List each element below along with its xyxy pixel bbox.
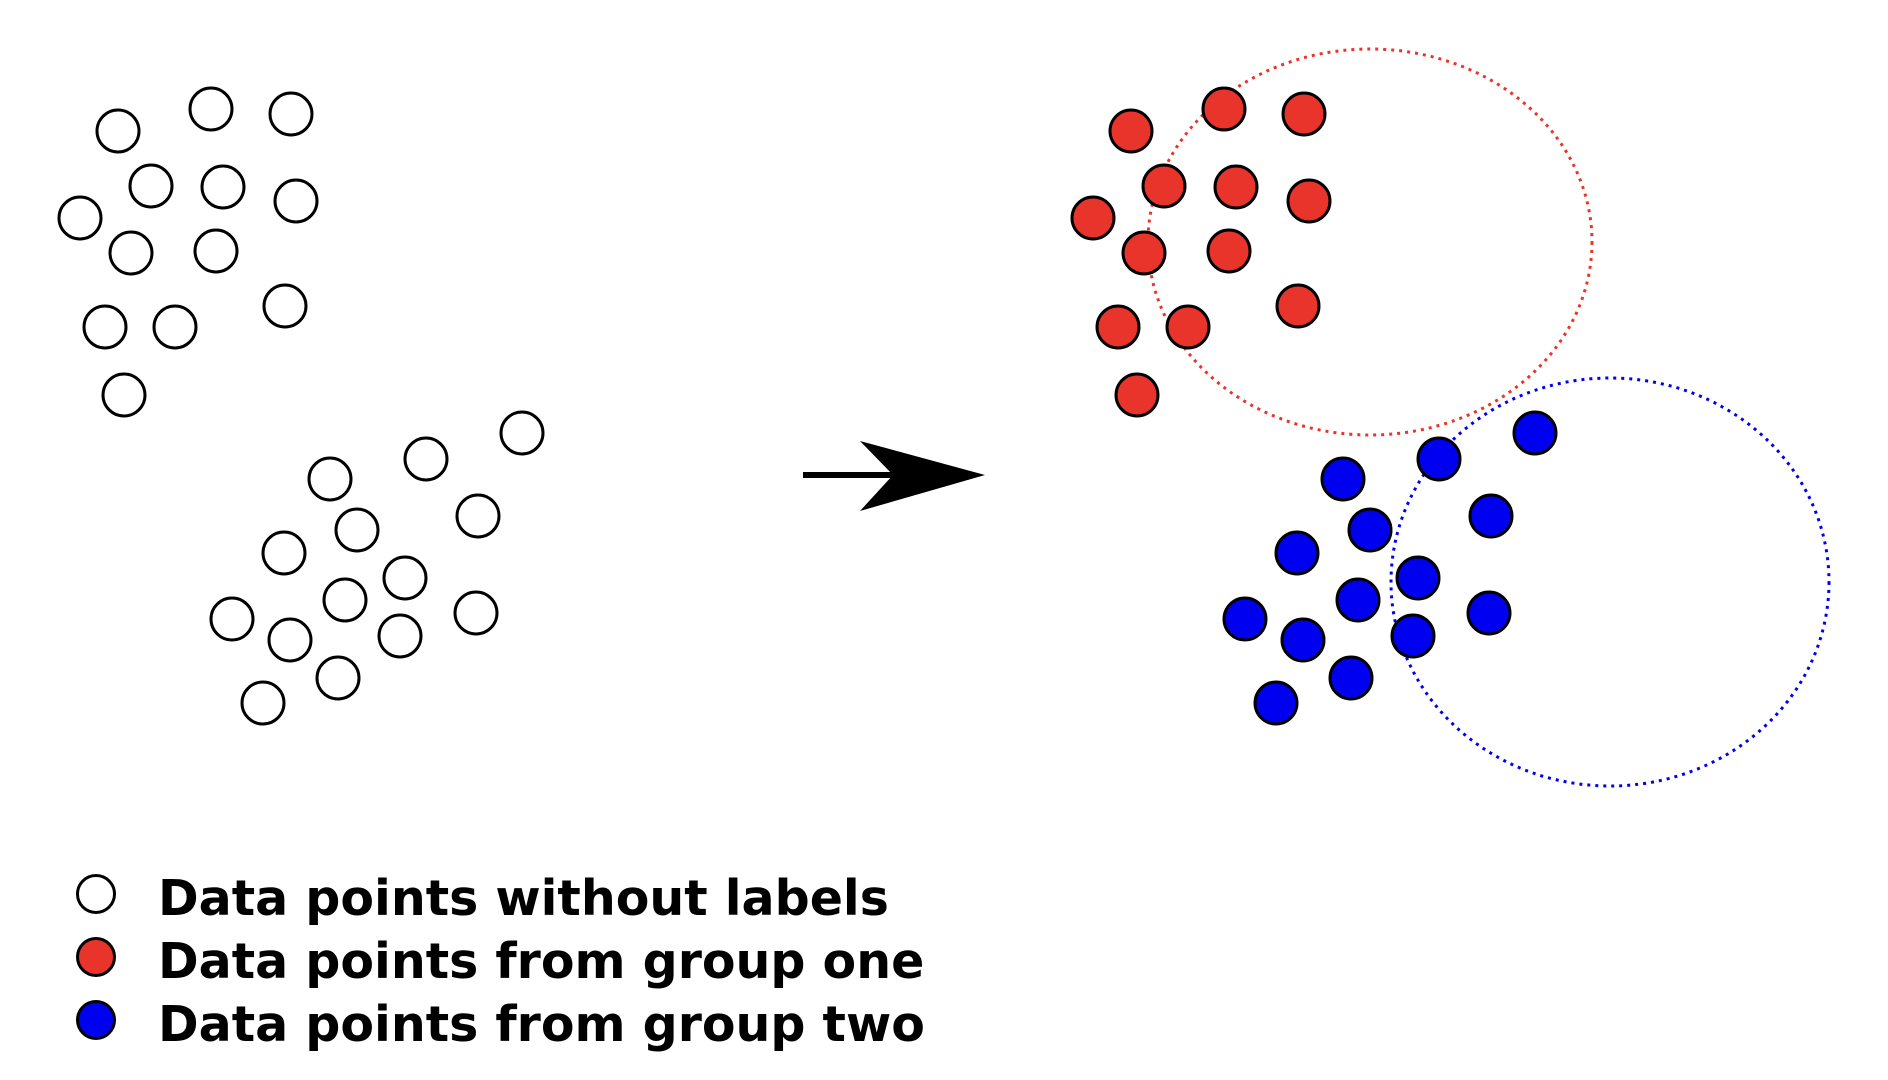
group-two-point xyxy=(1416,436,1462,482)
group-two-point xyxy=(1328,655,1374,701)
unlabeled-point xyxy=(322,577,368,623)
unlabeled-point xyxy=(273,178,319,224)
unlabeled-point xyxy=(193,228,239,274)
unlabeled-point xyxy=(307,456,353,502)
unlabeled-point xyxy=(334,507,380,553)
legend-label-group-one: Data points from group one xyxy=(158,933,925,990)
group-two-point xyxy=(1395,555,1441,601)
group-two-point xyxy=(1512,410,1558,456)
legend-label-group-two: Data points from group two xyxy=(158,996,925,1053)
group-two-point xyxy=(1320,456,1366,502)
blue-circle-icon xyxy=(76,1000,116,1040)
group-one-point xyxy=(1275,283,1321,329)
group-two-point xyxy=(1222,596,1268,642)
unlabeled-circle-icon xyxy=(76,874,116,914)
legend-item-unlabeled: Data points without labels xyxy=(72,868,1172,931)
unlabeled-point xyxy=(101,372,147,418)
unlabeled-point xyxy=(188,86,234,132)
group-one-point xyxy=(1070,195,1116,241)
legend-item-group-one: Data points from group one xyxy=(72,931,1172,994)
group-two-point xyxy=(1390,613,1436,659)
unlabeled-point xyxy=(315,655,361,701)
unlabeled-point xyxy=(499,410,545,456)
unlabeled-point xyxy=(240,680,286,726)
group-one-point xyxy=(1213,164,1259,210)
unlabeled-point xyxy=(209,596,255,642)
group-two-point xyxy=(1280,617,1326,663)
unlabeled-points xyxy=(57,86,545,726)
group-one-point xyxy=(1121,230,1167,276)
group-one-point xyxy=(1141,163,1187,209)
group-two-point xyxy=(1466,590,1512,636)
unlabeled-point xyxy=(268,91,314,137)
legend: Data points without labels Data points f… xyxy=(72,868,1172,1057)
unlabeled-point xyxy=(261,530,307,576)
group-two-point xyxy=(1274,530,1320,576)
unlabeled-point xyxy=(455,493,501,539)
unlabeled-point xyxy=(382,555,428,601)
group-two-point xyxy=(1253,680,1299,726)
unlabeled-point xyxy=(403,436,449,482)
unlabeled-point xyxy=(108,230,154,276)
group-one-point xyxy=(1095,304,1141,350)
unlabeled-point xyxy=(453,590,499,636)
right-arrow-icon xyxy=(803,441,985,511)
group-two-point xyxy=(1347,507,1393,553)
unlabeled-point xyxy=(95,108,141,154)
clustered-points xyxy=(1070,47,1831,788)
legend-label-unlabeled: Data points without labels xyxy=(158,870,889,927)
unlabeled-point xyxy=(200,164,246,210)
group-two-point xyxy=(1468,493,1514,539)
unlabeled-point xyxy=(262,283,308,329)
group-one-point xyxy=(1108,108,1154,154)
group-one-points xyxy=(1070,86,1332,418)
legend-item-group-two: Data points from group two xyxy=(72,994,1172,1057)
group-two-points xyxy=(1222,410,1558,726)
unlabeled-point xyxy=(57,195,103,241)
unlabeled-point xyxy=(82,304,128,350)
unlabeled-point xyxy=(152,304,198,350)
group-one-point xyxy=(1281,91,1327,137)
group-one-point xyxy=(1114,372,1160,418)
group-one-point xyxy=(1165,304,1211,350)
group-two-point xyxy=(1335,577,1381,623)
red-circle-icon xyxy=(76,937,116,977)
group-one-point xyxy=(1286,178,1332,224)
group-one-point xyxy=(1201,86,1247,132)
group-two-boundary xyxy=(1389,376,1831,788)
unlabeled-point xyxy=(267,617,313,663)
unlabeled-point xyxy=(377,613,423,659)
unlabeled-point xyxy=(128,163,174,209)
group-one-boundary xyxy=(1146,47,1594,437)
group-one-point xyxy=(1206,228,1252,274)
